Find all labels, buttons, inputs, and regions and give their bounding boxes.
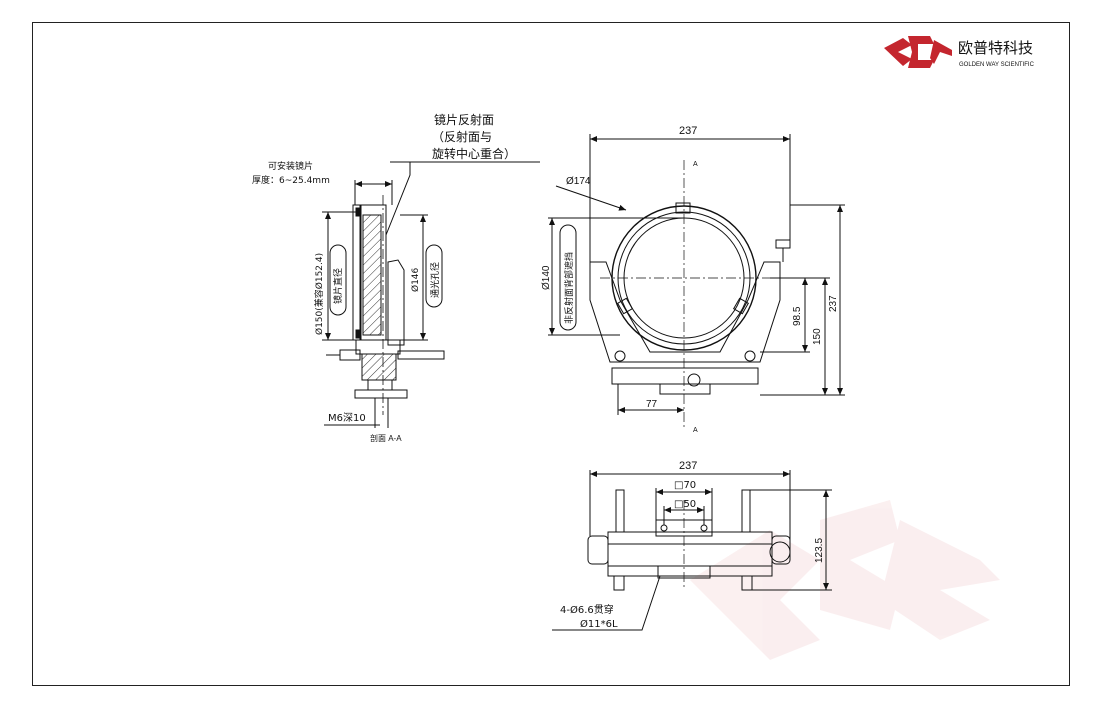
right-post <box>741 489 751 533</box>
right-knob-cap <box>769 541 791 563</box>
thickness-label: 厚度：6~25.4mm <box>252 174 330 186</box>
mountable-mirror-label: 可安装镜片 <box>268 160 313 172</box>
lock-screw-head <box>775 239 791 249</box>
mirror-diameter-dim: Ø150(兼容Ø152.4) <box>313 253 325 335</box>
brand-logo: 欧普特科技 GOLDEN WAY SCIENTIFIC <box>884 36 1035 68</box>
brand-tagline: GOLDEN WAY SCIENTIFIC <box>959 62 1035 68</box>
thread-note: M6深10 <box>328 412 366 424</box>
left-clamp <box>616 297 634 315</box>
watermark-logo <box>690 500 1000 660</box>
brand-mark-icon <box>884 36 952 68</box>
back-block-dim: Ø140 <box>541 265 552 290</box>
base-section <box>361 353 397 381</box>
adjust-knob <box>339 349 361 361</box>
dim-98-5: 98.5 <box>792 306 803 326</box>
section-mark-bottom: A <box>693 427 698 434</box>
front-width-dim: 237 <box>679 125 697 137</box>
section-mark-top: A <box>693 161 698 168</box>
section-label: 剖面 A-A <box>370 433 402 443</box>
plate-hole-left <box>660 524 668 532</box>
square-50-dim: □50 <box>674 499 696 510</box>
left-leg <box>613 575 625 591</box>
left-post <box>615 489 625 533</box>
yoke-screw-left <box>614 350 626 362</box>
base-foot <box>354 389 408 399</box>
offset-dim: 77 <box>646 399 658 410</box>
top-clamp <box>675 202 691 214</box>
right-leg <box>741 575 753 591</box>
mirror-diameter-badge <box>329 244 347 316</box>
back-block-label: 非反射面背部遮挡 <box>563 252 575 324</box>
brand-name: 欧普特科技 <box>958 39 1033 57</box>
yoke-screw-right <box>744 350 756 362</box>
shaft <box>397 350 445 360</box>
bottom-width-dim: 237 <box>679 460 697 472</box>
dim-150: 150 <box>812 328 823 345</box>
front-foot <box>659 383 711 395</box>
right-clamp <box>732 297 750 315</box>
outer-diameter-dim: Ø174 <box>566 176 591 187</box>
front-view <box>548 134 845 428</box>
square-70-dim: □70 <box>674 480 696 491</box>
front-height-dim: 237 <box>828 295 839 312</box>
mirror-surface-note-1: 镜片反射面 <box>434 112 494 127</box>
mirror-surface-note-3: 旋转中心重合） <box>432 146 516 161</box>
rear-pillar <box>387 259 405 346</box>
mirror-hatch <box>362 214 382 336</box>
plate-hole-right <box>700 524 708 532</box>
front-view-text: 237 Ø174 Ø140 非反射面背部遮挡 98.5 150 237 77 A… <box>541 125 839 434</box>
side-view-text: 镜片反射面 （反射面与 旋转中心重合） 可安装镜片 厚度：6~25.4mm Ø1… <box>252 112 516 443</box>
bottom-view <box>552 470 832 631</box>
left-knob <box>587 535 609 565</box>
mirror-surface-note-2: （反射面与 <box>432 129 492 144</box>
base-upper <box>355 339 401 355</box>
aperture-dim: Ø146 <box>410 267 421 292</box>
base-lower <box>367 379 393 391</box>
front-base <box>611 367 759 385</box>
bottom-view-text: 237 □70 □50 123.5 4-Ø6.6贯穿 Ø11*6L <box>560 460 825 630</box>
yoke <box>589 261 781 363</box>
retaining-screw-bottom <box>355 329 361 339</box>
aperture-badge <box>425 244 443 308</box>
side-view <box>322 161 540 428</box>
drawing-frame <box>32 22 1070 686</box>
holes-note: 4-Ø6.6贯穿 <box>560 603 614 616</box>
counterbore-note: Ø11*6L <box>580 618 618 630</box>
mirror-diameter-label: 镜片直径 <box>332 268 344 304</box>
aperture-label: 通光孔径 <box>429 262 441 298</box>
bottom-height-dim: 123.5 <box>814 538 825 563</box>
back-block-badge <box>559 224 577 331</box>
rotation-knob <box>687 373 701 387</box>
